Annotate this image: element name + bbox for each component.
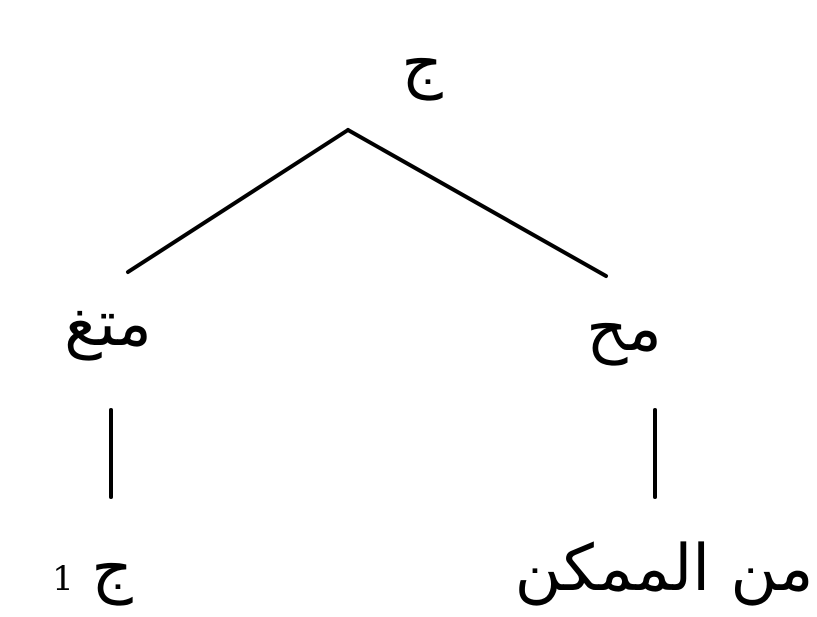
- left-node-label: متغ: [64, 287, 152, 361]
- edge-root-to-left: [126, 128, 350, 274]
- root-node-label: ج: [401, 27, 443, 101]
- left-leaf-subscript: 1: [52, 559, 74, 599]
- edge-root-to-right: [346, 128, 608, 278]
- right-leaf-label: من الممكن: [515, 532, 814, 606]
- left-leaf-letter: ج: [91, 532, 133, 606]
- left-leaf-label: ج: [91, 532, 133, 606]
- right-node-label: مح: [586, 292, 662, 366]
